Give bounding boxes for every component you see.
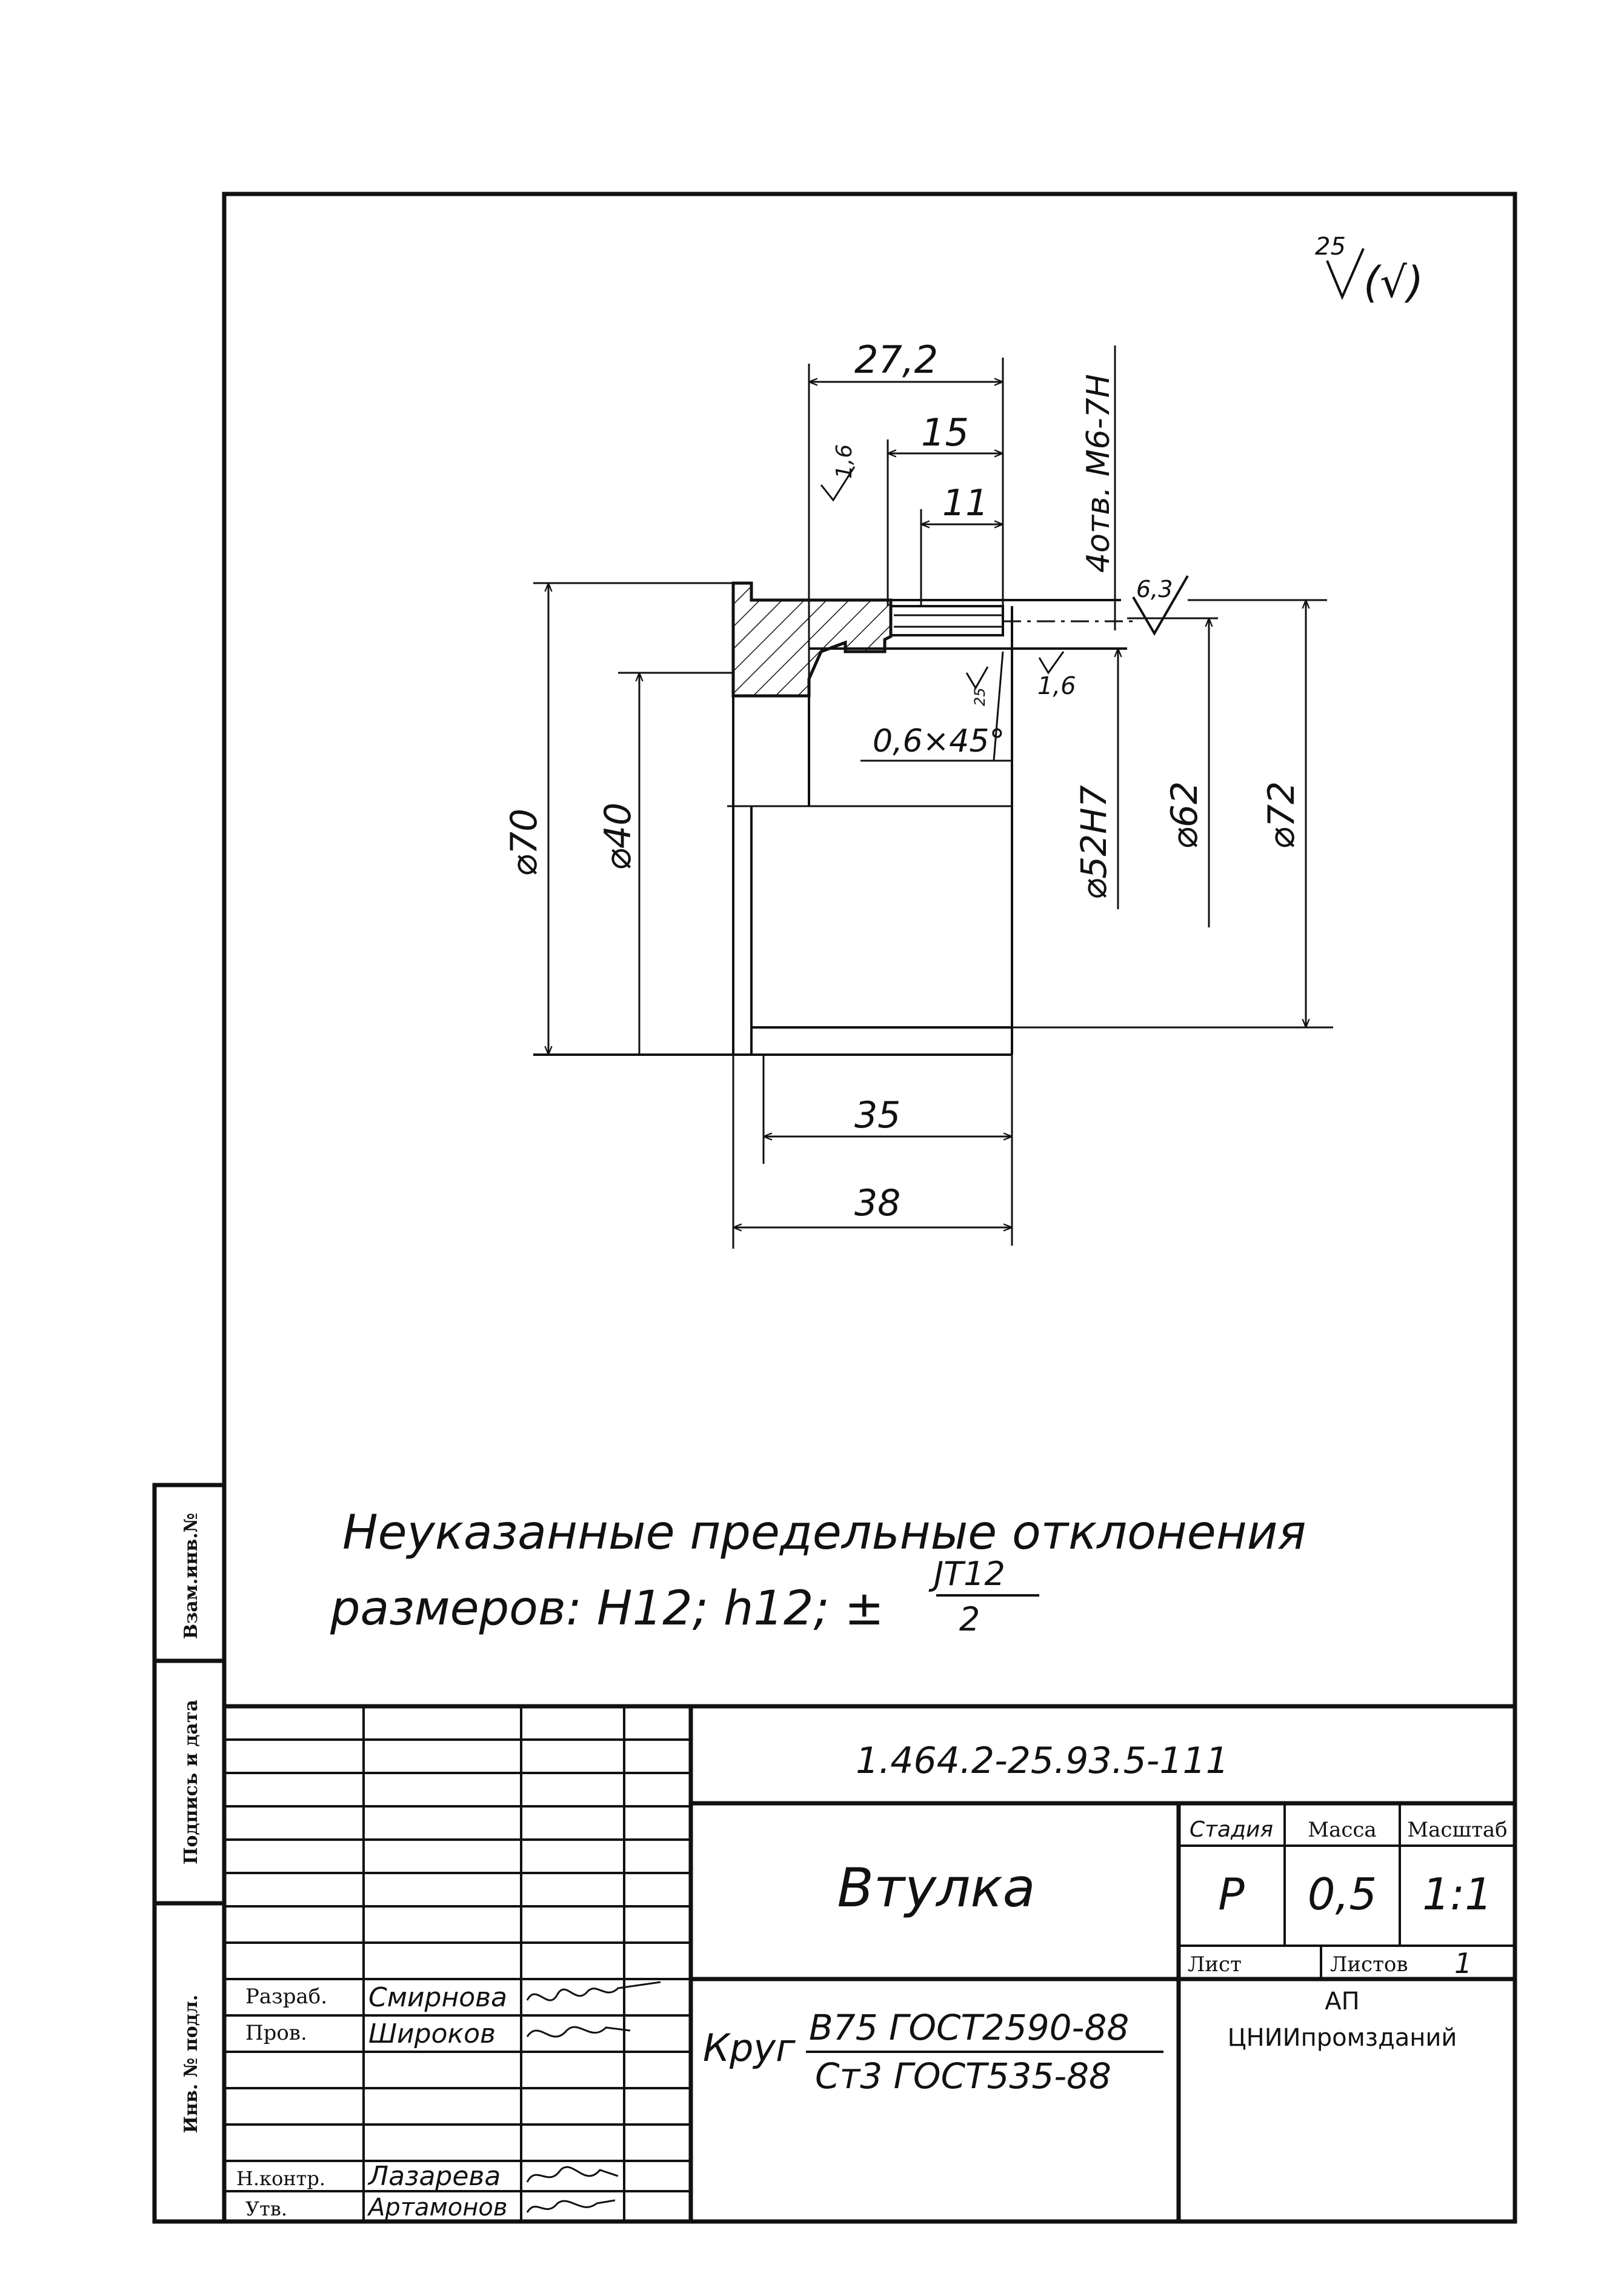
note-fraction-numerator: JT12: [928, 1555, 1005, 1593]
dia40-text: ⌀40: [597, 803, 639, 870]
role-razrab: Разраб.: [245, 1985, 327, 2009]
list-label: Лист: [1188, 1952, 1242, 1977]
listov-value: 1: [1454, 1947, 1472, 1980]
margin-label-vzam-inv: Взам.инв.№: [181, 1513, 202, 1640]
dim-15-text: 15: [921, 410, 969, 455]
name-prov: Широков: [368, 2018, 496, 2049]
note-fraction-denominator: 2: [959, 1600, 980, 1638]
signature-utv: [526, 2199, 616, 2213]
dia52-text: ⌀52H7: [1073, 785, 1114, 900]
roughness-chamfer-value: 25: [971, 687, 988, 706]
roughness-face-value: 1,6: [1037, 672, 1076, 700]
margin-label-inv-podl: Инв. № подл.: [181, 1995, 202, 2134]
roughness-check-icon: [1326, 248, 1365, 301]
thread-hole: [891, 605, 1004, 636]
stadia-label: Стадия: [1190, 1817, 1273, 1842]
dim-11-text: 11: [942, 482, 988, 524]
masshtab-label: Масштаб: [1407, 1818, 1507, 1842]
roughness-bore-icon: [820, 466, 856, 502]
dim-38-text: 38: [854, 1182, 900, 1224]
roughness-face-icon: [1038, 651, 1065, 675]
material-bottom: Ст3 ГОСТ535-88: [815, 2055, 1111, 2097]
margin-label-podpis-data: Подпись и дата: [181, 1700, 202, 1864]
material-prefix: Круг: [703, 2026, 796, 2070]
roughness-general-suffix: (√): [1363, 258, 1423, 307]
stadia-value: Р: [1218, 1869, 1245, 1920]
massa-label: Масса: [1308, 1818, 1376, 1842]
thread-callout-text: 4отв. M6-7H: [1080, 374, 1117, 573]
masshtab-value: 1:1: [1422, 1869, 1493, 1920]
material-top: В75 ГОСТ2590-88: [809, 2007, 1129, 2048]
dia72-text: ⌀72: [1260, 781, 1303, 849]
listov-label: Листов: [1330, 1952, 1408, 1977]
org-line-2: ЦНИИпромзданий: [1228, 2024, 1457, 2052]
roughness-general-value: 25: [1315, 233, 1346, 261]
title-block: [224, 1704, 1515, 2222]
roughness-chamfer-icon: [965, 666, 989, 690]
dim-35-text: 35: [854, 1094, 900, 1137]
chamfer-text: 0,6×45°: [873, 723, 1005, 759]
name-nkontr: Лазарева: [367, 2161, 501, 2192]
note-line-2: размеров: H12; h12; ±: [330, 1581, 884, 1636]
roughness-thread-icon: [1132, 575, 1189, 636]
massa-value: 0,5: [1308, 1869, 1377, 1920]
chamfer-leader-2: [993, 651, 1004, 761]
role-nkontr: Н.контр.: [236, 2167, 325, 2190]
org-line-1: АП: [1325, 1988, 1359, 2015]
signature-prov: [526, 2026, 631, 2038]
signature-razrab: [526, 1981, 661, 2001]
roughness-bore-value: 1,6: [832, 444, 857, 479]
dia62-text: ⌀62: [1163, 781, 1206, 849]
doc-number: 1.464.2-25.93.5-111: [856, 1740, 1229, 1782]
role-utv: Утв.: [245, 2197, 287, 2220]
name-utv: Артамонов: [367, 2194, 507, 2222]
signature-nkontr: [526, 2166, 619, 2183]
margin-strip: [152, 1483, 227, 2224]
part-name: Втулка: [837, 1857, 1035, 1919]
dim-27-2-text: 27,2: [854, 338, 938, 382]
note-line-1: Неуказанные предельные отклонения: [342, 1506, 1306, 1560]
dia70-text: ⌀70: [503, 809, 545, 876]
roughness-thread-value: 6,3: [1136, 576, 1173, 603]
drawing-frame: [222, 192, 1517, 2224]
name-razrab: Смирнова: [368, 1982, 507, 2013]
role-prov: Пров.: [245, 2021, 307, 2045]
